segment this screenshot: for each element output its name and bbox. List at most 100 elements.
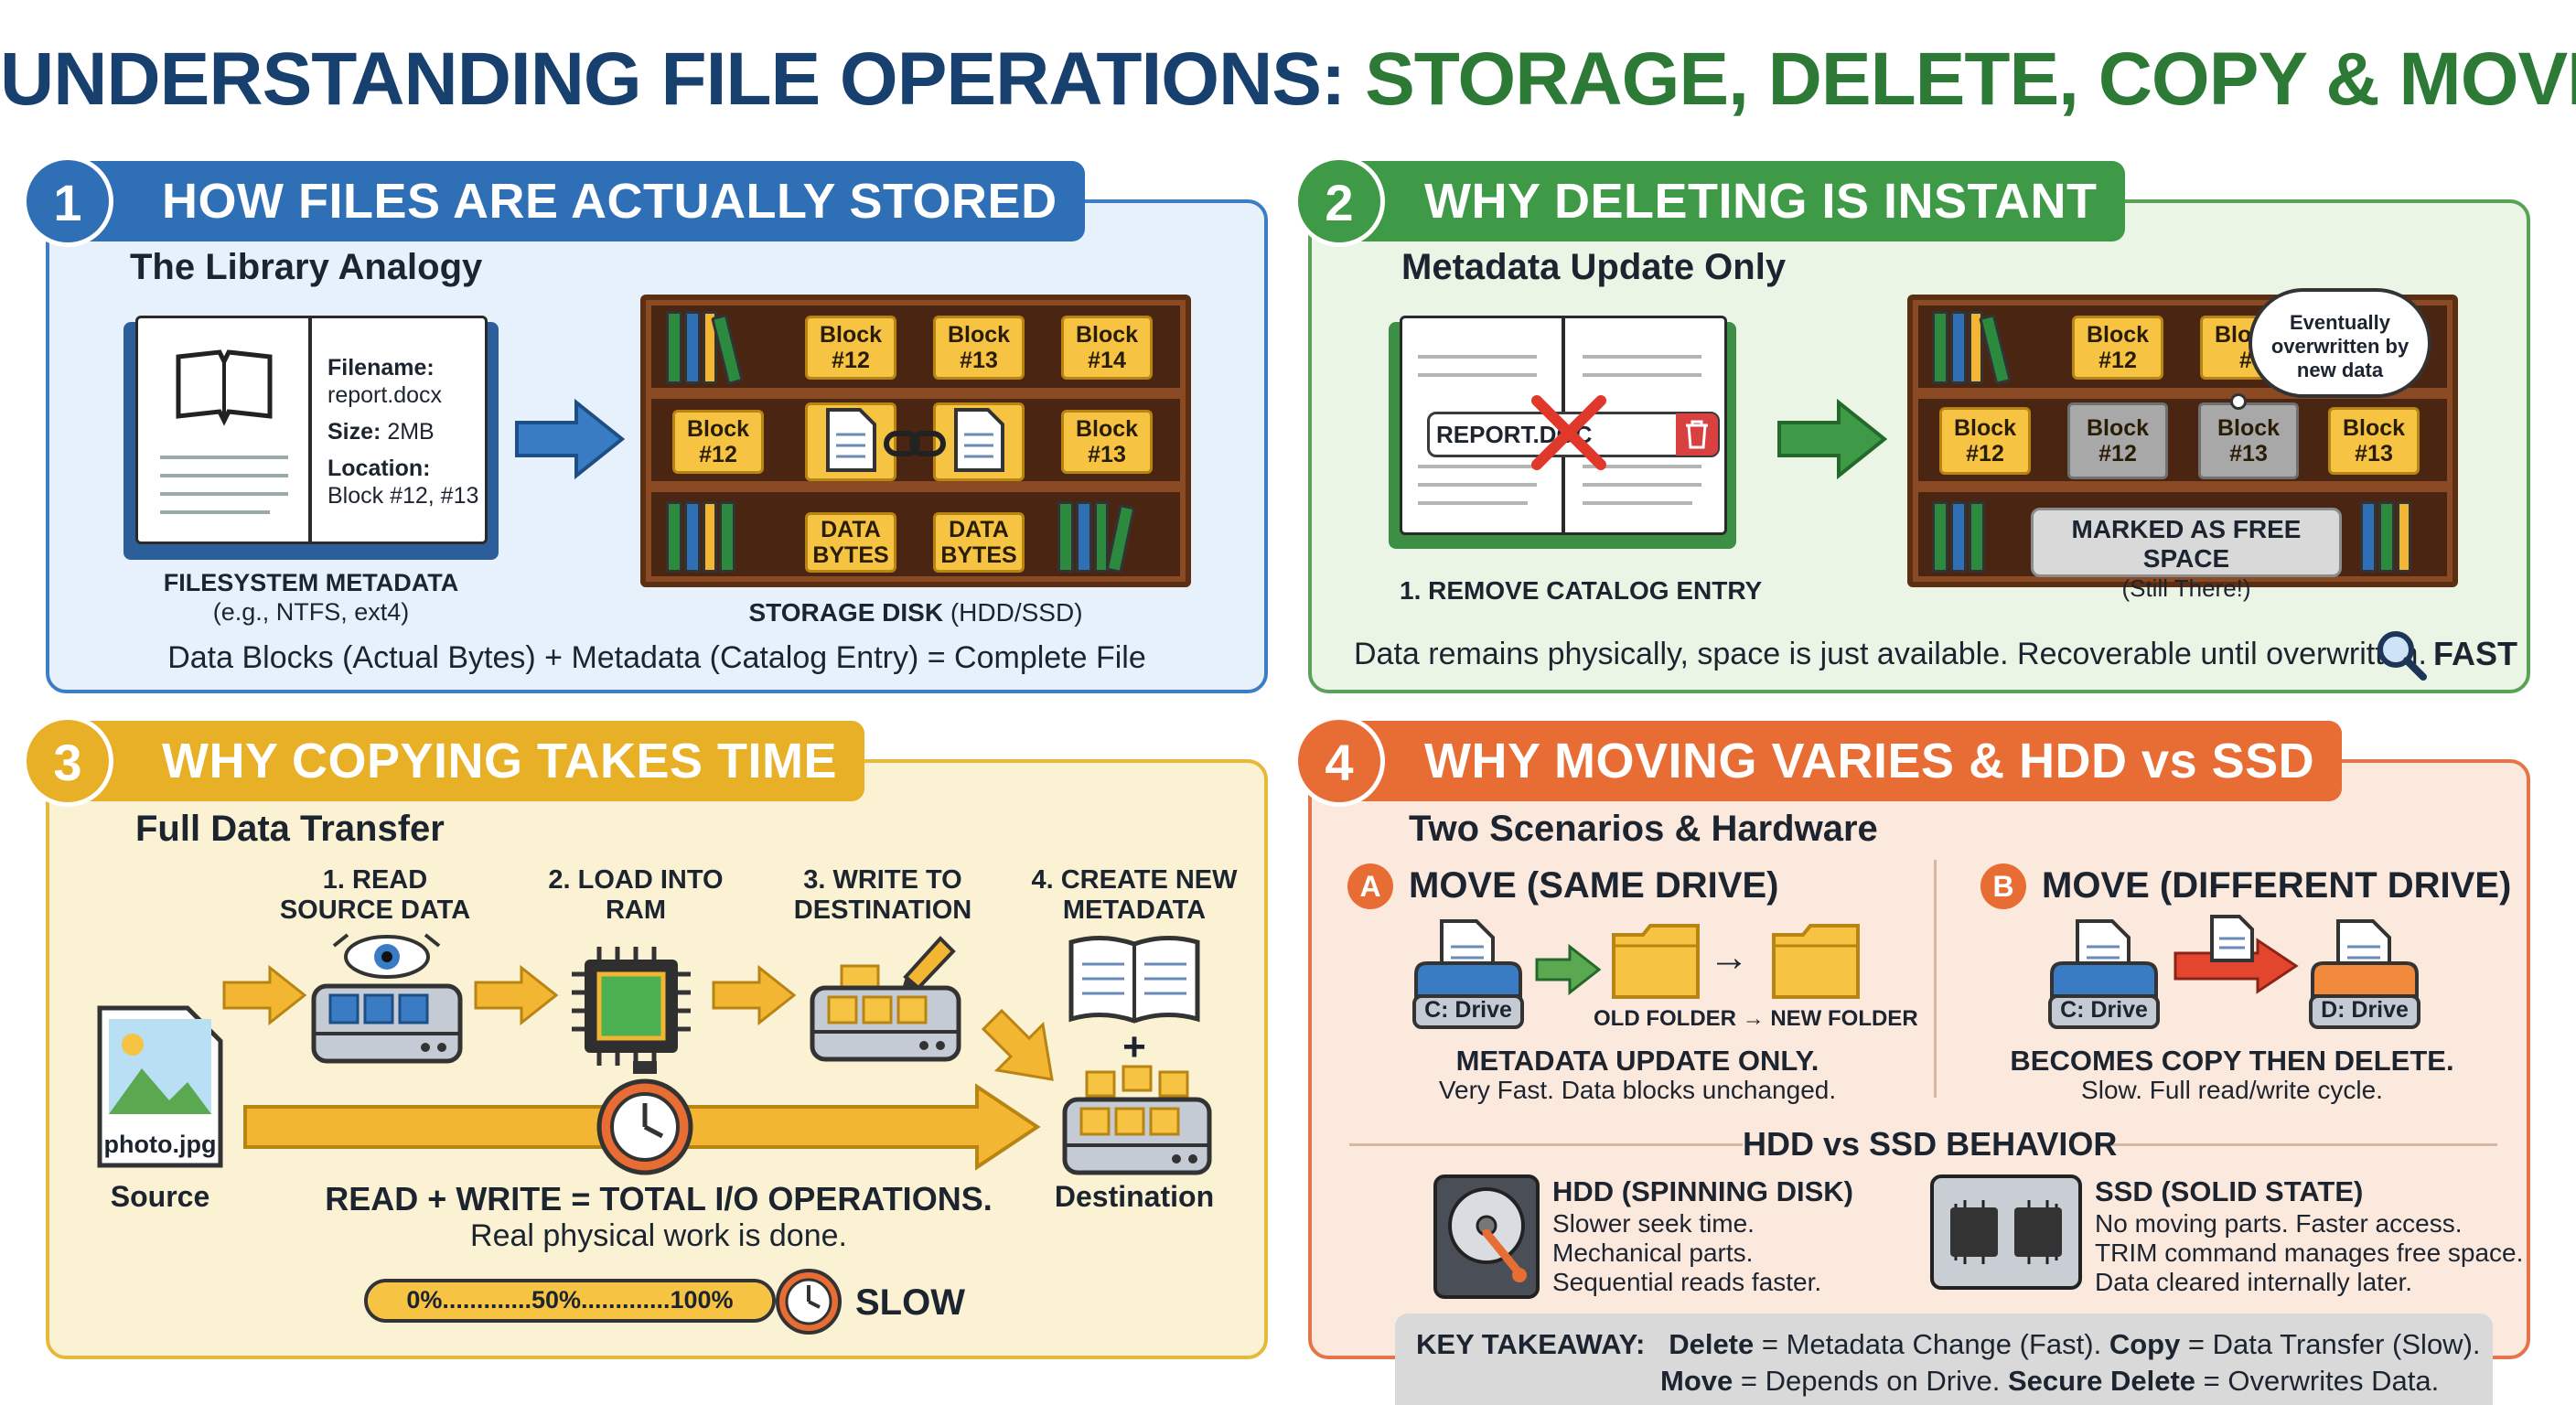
- scenario-divider: [1934, 860, 1937, 1098]
- scenario-a-drive: C: Drive: [1424, 997, 1512, 1023]
- block-13-right: Block #13: [2328, 407, 2420, 475]
- scenario-b-badge: B: [1980, 863, 2026, 909]
- block-12: Block #12: [2072, 316, 2163, 380]
- book-spine: [1969, 501, 1985, 573]
- eye-drive-icon: [311, 933, 463, 1064]
- stopwatch-icon: [596, 1061, 693, 1175]
- destination-label: Destination: [1054, 1180, 1215, 1213]
- hdd-line: Slower seek time.: [1552, 1209, 1755, 1238]
- book-spine: [666, 311, 682, 384]
- source-label: Source: [110, 1180, 210, 1213]
- progress-bar: [364, 1279, 776, 1323]
- block-12: Block #12: [805, 316, 896, 380]
- open-book-icon: [1068, 935, 1200, 1024]
- copy-speed: SLOW: [855, 1282, 965, 1323]
- c-drive-icon: [1412, 919, 1524, 1029]
- free-block-12: Block #12: [2067, 402, 2168, 479]
- scenario-b-title: MOVE (DIFFERENT DRIVE): [2042, 865, 2512, 906]
- source-filename: photo.jpg: [103, 1131, 217, 1158]
- new-folder-icon: [1772, 924, 1860, 999]
- free-block-13: Block #13: [2198, 402, 2299, 479]
- transfer-arrow-icon: [2174, 915, 2299, 994]
- section-divider: [2104, 1143, 2497, 1146]
- meta-filename: report.docx: [327, 382, 443, 408]
- copy-step-write: 3. WRITE TO DESTINATION: [793, 865, 972, 925]
- book-spine: [1969, 311, 1983, 384]
- panel-1-subtitle: The Library Analogy: [130, 247, 483, 287]
- meta-location-label: Location:: [327, 456, 431, 481]
- block-12-left: Block #12: [672, 410, 764, 474]
- arrow-right-icon: [515, 398, 626, 480]
- document-icon: [954, 408, 1004, 472]
- magnifier-icon: [2377, 631, 2427, 681]
- block-13-right: Block #13: [1061, 410, 1153, 474]
- overwrite-note: Eventually overwritten by new data: [2270, 311, 2410, 381]
- panel-2-subtitle: Metadata Update Only: [1401, 247, 1787, 287]
- panel-2-number: 2: [1293, 156, 1385, 247]
- progress-fill: [368, 1282, 772, 1319]
- book-spine: [719, 501, 735, 573]
- panel-1-header: HOW FILES ARE ACTUALLY STORED: [57, 161, 1085, 241]
- meta-filename-label: Filename:: [327, 355, 435, 381]
- remove-entry-step: 1. REMOVE CATALOG ENTRY: [1400, 576, 1763, 605]
- copy-summary-detail: Real physical work is done.: [470, 1218, 847, 1253]
- block-12-left: Block #12: [1939, 407, 2031, 475]
- panel-copy: [46, 759, 1268, 1359]
- scenario-b-detail: Slow. Full read/write cycle.: [2081, 1076, 2383, 1104]
- scenario-a-badge: A: [1347, 863, 1393, 909]
- hdd-line: Mechanical parts.: [1552, 1239, 1754, 1267]
- c-drive-icon: [2048, 919, 2160, 1029]
- section-divider: [1349, 1143, 1743, 1146]
- scenario-b-result: BECOMES COPY THEN DELETE.: [2010, 1045, 2454, 1077]
- panel-4-header: WHY MOVING VARIES & HDD vs SSD: [1319, 721, 2343, 801]
- title-part1: UNDERSTANDING FILE OPERATIONS:: [0, 38, 1346, 121]
- book-spine: [1057, 501, 1074, 573]
- hdd-icon: [1433, 1174, 1540, 1299]
- book-right-page: [309, 316, 488, 544]
- book-spine: [2397, 501, 2411, 573]
- meta-caption: FILESYSTEM METADATA: [163, 569, 459, 596]
- plus-sign: +: [1122, 1024, 1146, 1069]
- panel-3-subtitle: Full Data Transfer: [135, 809, 445, 849]
- panel-4-subtitle: Two Scenarios & Hardware: [1409, 809, 1878, 849]
- ssd-line: Data cleared internally later.: [2095, 1268, 2413, 1296]
- thought-bubble: [2249, 288, 2431, 398]
- arrow-down-right-icon: [981, 1008, 1054, 1081]
- hdd-title: HDD (SPINNING DISK): [1552, 1175, 1853, 1207]
- scenario-b-target-drive: D: Drive: [2321, 997, 2409, 1023]
- scenario-a-title: MOVE (SAME DRIVE): [1409, 865, 1779, 906]
- panel-4-number: 4: [1293, 715, 1385, 807]
- book-icon: [176, 349, 273, 426]
- folder-arrow: →: [1709, 935, 1749, 980]
- scenario-a-result: METADATA UPDATE ONLY.: [1455, 1045, 1819, 1077]
- scenario-a-detail: Very Fast. Data blocks unchanged.: [1438, 1076, 1837, 1104]
- ram-chip-icon: [572, 947, 691, 1066]
- arrow-right-icon: [712, 964, 797, 1026]
- delete-speed: FAST: [2433, 635, 2518, 672]
- block-14: Block #14: [1061, 316, 1153, 380]
- book-spine: [684, 311, 701, 384]
- hw-title: HDD vs SSD BEHAVIOR: [1743, 1125, 2118, 1163]
- meta-caption-example: (e.g., NTFS, ext4): [212, 598, 410, 626]
- book-spine: [666, 501, 682, 573]
- ssd-title: SSD (SOLID STATE): [2095, 1175, 2364, 1207]
- book-spine: [1094, 501, 1109, 573]
- pencil-drive-icon: [810, 936, 961, 1062]
- delete-note: Data remains physically, space is just a…: [1354, 637, 2427, 671]
- panel-2-header: WHY DELETING IS INSTANT: [1319, 161, 2125, 241]
- copy-step-ram: 2. LOAD INTO RAM: [548, 865, 724, 925]
- title-part2: STORAGE, DELETE, COPY & MOVE: [1365, 38, 2576, 121]
- arrow-right-icon: [474, 964, 559, 1026]
- key-takeaway-line-1: KEY TAKEAWAY: Delete = Metadata Change (…: [1416, 1328, 2481, 1360]
- book-spine: [1932, 311, 1948, 384]
- data-bytes-b: DATA BYTES: [933, 512, 1025, 573]
- delete-x-icon: [1531, 395, 1606, 470]
- d-drive-icon: [2309, 919, 2420, 1029]
- storage-equation: Data Blocks (Actual Bytes) + Metadata (C…: [167, 640, 1146, 675]
- panel-1-number: 1: [22, 156, 113, 247]
- ssd-icon: [1930, 1174, 2082, 1290]
- book-spine: [1950, 501, 1967, 573]
- block-13: Block #13: [933, 316, 1025, 380]
- scenario-b-source-drive: C: Drive: [2060, 997, 2148, 1023]
- copy-step-read: 1. READ SOURCE DATA: [279, 865, 471, 925]
